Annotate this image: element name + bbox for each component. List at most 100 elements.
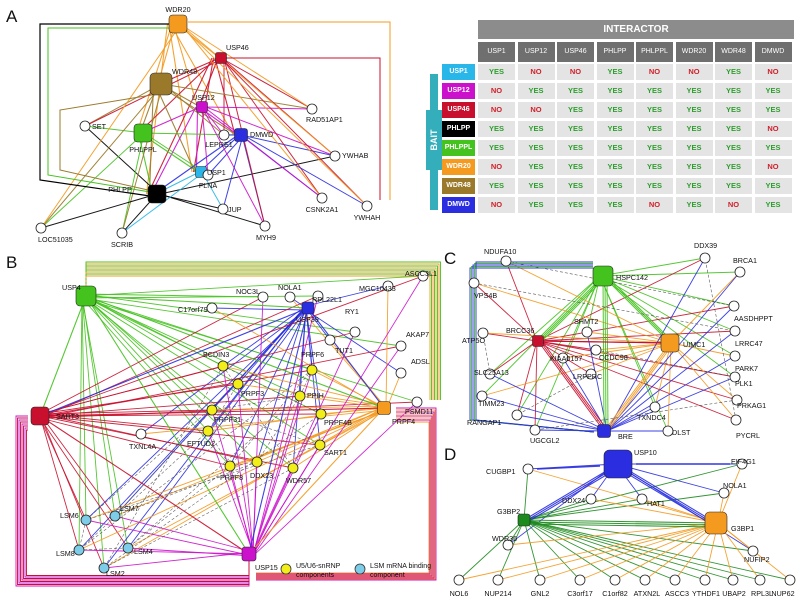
table-cell: YES <box>636 140 673 156</box>
pb-rpl22l1-node <box>312 290 324 302</box>
pa-jup-label: JUP <box>228 205 242 214</box>
pc-prkag1-node <box>731 394 743 406</box>
pa-ywhah-label: YWHAH <box>354 213 381 222</box>
pa-myh9-node <box>259 220 271 232</box>
pc-timm23-node <box>476 390 488 402</box>
network-edge <box>39 417 129 549</box>
pa-scrib-node <box>116 227 128 239</box>
network-edge <box>39 409 213 415</box>
pb-lsm4-node <box>122 542 134 554</box>
network-edge <box>541 340 609 432</box>
table-column-header: DMWD <box>754 42 792 62</box>
pc-kiaa0157-label: KIAA0157 <box>550 354 582 363</box>
network-edge <box>40 83 164 229</box>
pc-slc25a13-label: SLC25A13 <box>474 368 509 377</box>
network-edge <box>180 23 323 199</box>
network-edge <box>385 285 389 407</box>
network-edge <box>256 305 307 463</box>
pb-prpf8-label: PRPF8 <box>220 473 243 482</box>
network-edge <box>579 522 719 581</box>
network-edge <box>211 307 307 311</box>
pc-kiaa0157-node <box>557 352 569 364</box>
pa-dmwd-node <box>234 128 248 142</box>
network-edge <box>252 444 321 555</box>
pc-ndufa10-label: NDUFA10 <box>484 247 516 256</box>
network-edge <box>523 463 619 521</box>
pd-nup214-node <box>492 574 504 586</box>
network-edge <box>201 106 209 176</box>
table-column-header: WDR48 <box>715 42 752 62</box>
pb-ddx23-node <box>251 456 263 468</box>
table-cell: YES <box>715 159 752 175</box>
table-row-header: DMWD <box>442 197 475 213</box>
network-edge <box>617 467 717 528</box>
pd-c3orf17-node <box>574 574 586 586</box>
pa-lepre1-node <box>218 129 230 141</box>
pb-lsm6-node <box>80 514 92 526</box>
network-edge <box>534 399 738 431</box>
network-edge <box>85 295 385 409</box>
pd-g3bp2-node <box>517 513 531 527</box>
pa-csnk2a1-node <box>316 192 328 204</box>
pc-vps4b-label: VPS4B <box>474 291 497 300</box>
network-edge <box>505 260 672 344</box>
pd-usp10-label: USP10 <box>634 448 657 457</box>
pb-bcdin3-node <box>217 360 229 372</box>
pa-usp46-node <box>215 52 227 64</box>
pc-dlst-node <box>662 425 674 437</box>
network-edge <box>473 282 538 342</box>
network-edge <box>489 340 538 375</box>
pa-ywhab-label: YWHAB <box>342 151 369 160</box>
network-edge <box>140 409 387 435</box>
network-edge <box>127 309 307 549</box>
table-cell: YES <box>557 159 594 175</box>
network-edge <box>39 417 231 467</box>
table-cell: YES <box>715 83 752 99</box>
network-edge <box>256 411 435 579</box>
network-edge <box>85 261 441 400</box>
network-edge <box>127 395 301 549</box>
network-edge <box>256 417 432 576</box>
table-cell: YES <box>715 140 752 156</box>
pc-shmt2-label: SHMT2 <box>574 317 598 326</box>
pa-rad51ap1-label: RAD51AP1 <box>306 115 343 124</box>
network-edge <box>606 330 736 432</box>
network-edge <box>523 519 717 524</box>
network-edge <box>606 406 656 432</box>
pd-c3orf17-label: C3orf17 <box>567 589 593 598</box>
network-edge <box>458 519 525 581</box>
network-edge <box>222 305 307 367</box>
table-cell: YES <box>596 197 634 213</box>
table-title: INTERACTOR <box>478 20 794 39</box>
network-edge <box>617 465 717 526</box>
table-cell: YES <box>596 121 634 137</box>
pa-phlppl-node <box>133 123 153 143</box>
pc-ddx39-label: DDX39 <box>694 241 717 250</box>
network-edge <box>602 275 605 432</box>
network-edge <box>127 465 231 549</box>
network-edge <box>78 547 129 551</box>
pb-txnl4a-node <box>135 428 147 440</box>
table-cell: YES <box>754 197 792 213</box>
pd-g3bp1-label: G3BP1 <box>731 524 754 533</box>
table-column-header: WDR20 <box>675 42 713 62</box>
pa-myh9-label: MYH9 <box>256 233 276 242</box>
pb-tut1-node <box>324 334 336 346</box>
network-edge <box>40 23 182 229</box>
network-edge <box>523 519 676 581</box>
pd-cugbp1-label: CUGBP1 <box>486 467 516 476</box>
network-edge <box>188 21 391 200</box>
network-edge <box>256 407 437 581</box>
network-edge <box>240 134 336 157</box>
network-edge <box>256 421 430 574</box>
network-edge <box>229 369 313 467</box>
pb-prpf31-node <box>206 404 218 416</box>
network-edge <box>537 340 605 432</box>
table-cell: YES <box>517 178 555 194</box>
pa-usp1-label: USP1 <box>207 168 226 177</box>
pb-usp15-label: USP15 <box>255 563 278 572</box>
network-edge <box>40 193 158 229</box>
pa-phlpp-node <box>147 184 167 204</box>
network-edge <box>78 407 387 551</box>
